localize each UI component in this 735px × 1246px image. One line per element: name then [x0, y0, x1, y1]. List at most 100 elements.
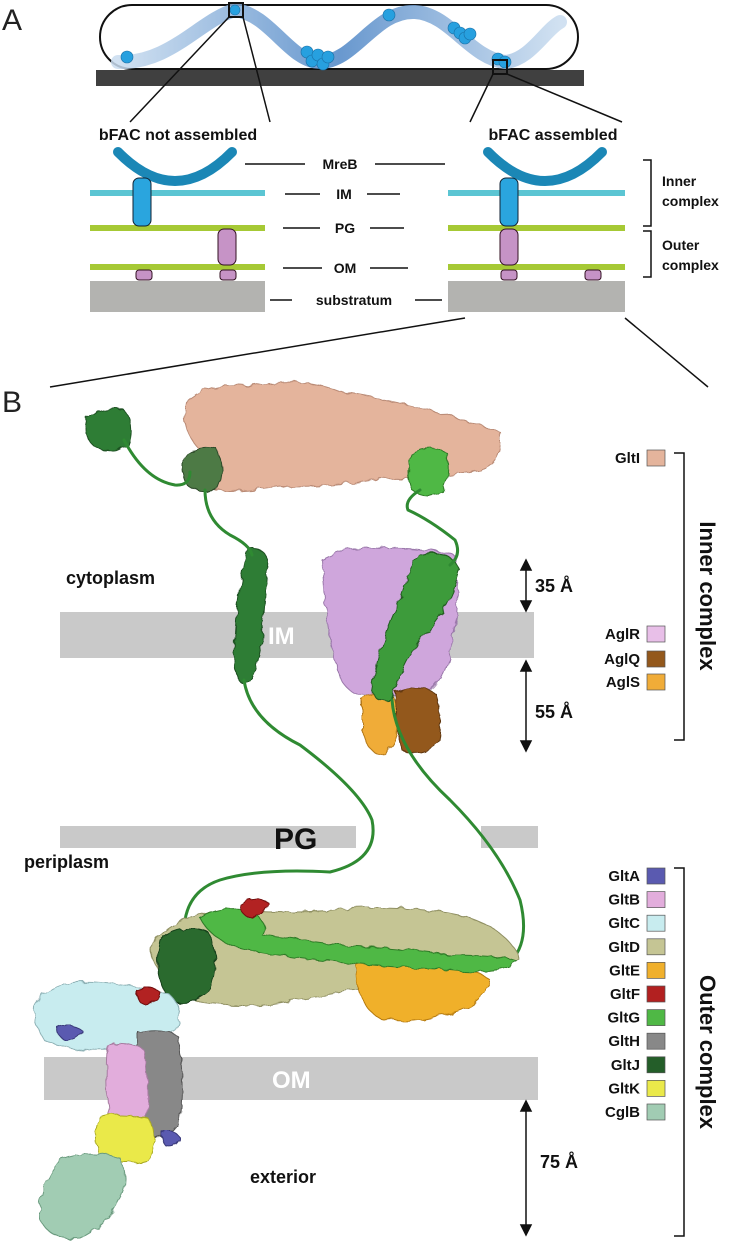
caption-not-assembled: bFAC not assembled — [99, 127, 257, 144]
pg-layer-right — [481, 826, 538, 848]
region-exterior: exterior — [250, 1167, 316, 1187]
pg-layer-left — [60, 826, 356, 848]
legend-label-glth: GltH — [608, 1033, 640, 1050]
legend-swatch-gltk — [646, 1080, 666, 1097]
schematic-not-assembled — [90, 147, 265, 312]
legend-label-gltk: GltK — [608, 1080, 640, 1097]
om-protein-right-2 — [584, 269, 602, 281]
measure-35: 35 Å — [535, 576, 573, 596]
outer-protein-left — [217, 228, 237, 266]
legend-swatch-glth — [646, 1032, 666, 1050]
mreb-arc-right — [483, 147, 607, 186]
pg-line-left — [90, 225, 265, 231]
measure-arrows — [519, 558, 533, 1237]
om-protein-right-1 — [500, 269, 518, 281]
om-protein-left-2 — [219, 269, 237, 281]
legend-swatch-cglb — [646, 1103, 666, 1121]
inner-legend: GltI AglR AglQ AglS — [604, 449, 666, 691]
gltk-structure — [95, 1114, 154, 1164]
glti-structure — [184, 381, 502, 491]
inner-protein-right — [499, 177, 519, 227]
legend-swatch-aglq — [646, 650, 666, 668]
region-im: IM — [268, 623, 295, 650]
legend-swatch-gltf — [646, 985, 666, 1003]
label-mreb: MreB — [322, 156, 357, 172]
legend-label-glte: GltE — [609, 962, 640, 979]
projection-line-left — [49, 317, 466, 388]
legend-label-gltg: GltG — [608, 1010, 641, 1027]
cell-illustration — [96, 2, 623, 123]
om-line-left — [90, 264, 265, 270]
legend-label-glti: GltI — [615, 450, 640, 467]
region-periplasm: periplasm — [24, 852, 109, 872]
schematic-assembled — [448, 147, 625, 312]
measure-75: 75 Å — [540, 1152, 578, 1172]
zoom-box-right — [492, 59, 508, 75]
label-substratum: substratum — [316, 292, 392, 308]
om-line-right — [448, 264, 625, 270]
legend-label-aglr: AglR — [605, 626, 640, 643]
aglq-structure — [395, 687, 442, 754]
label-im: IM — [336, 186, 352, 202]
gltj-outer-domain — [157, 927, 216, 1003]
legend-label-glta: GltA — [608, 868, 640, 885]
gltj-helix — [233, 547, 269, 686]
outer-protein-right — [499, 228, 519, 266]
bracket-outer-line1: Outer — [662, 237, 700, 253]
legend-label-gltb: GltB — [608, 892, 640, 909]
measure-55: 55 Å — [535, 702, 573, 722]
legend-swatch-glta — [646, 867, 666, 885]
legend-label-gltd: GltD — [608, 939, 640, 956]
region-om: OM — [272, 1067, 311, 1094]
bracket-inner-line1: Inner — [662, 173, 697, 189]
legend-swatch-glti — [646, 449, 666, 467]
panel-b-label: B — [2, 386, 22, 419]
gltj-small-domain — [84, 408, 132, 451]
gltf-small — [135, 986, 161, 1007]
mreb-arc-left — [113, 147, 237, 186]
panel-a-label: A — [2, 4, 22, 37]
legend-swatch-gltb — [646, 891, 666, 908]
im-line-right — [448, 190, 625, 196]
legend-swatch-gltd — [646, 938, 666, 956]
layer-labels: MreB IM PG OM substratum — [245, 156, 445, 308]
glta-patch-1 — [57, 1024, 83, 1041]
label-pg: PG — [335, 220, 355, 236]
projection-line-right — [624, 317, 709, 388]
gltf-structure — [239, 898, 269, 919]
outer-legend: GltA GltB GltC GltD GltE GltF GltG GltH GltJ GltK… — [605, 867, 666, 1121]
caption-assembled: bFAC assembled — [489, 127, 618, 144]
legend-label-gltj: GltJ — [611, 1057, 640, 1074]
gltg-outer-strand — [199, 908, 520, 972]
region-pg: PG — [274, 823, 317, 856]
legend-label-aglq: AglQ — [604, 651, 640, 668]
legend-label-agls: AglS — [606, 674, 640, 691]
legend-label-gltc: GltC — [608, 915, 640, 932]
panel-a-brackets — [643, 159, 652, 278]
panel-b-brackets — [674, 452, 685, 1237]
legend-label-gltf: GltF — [610, 986, 640, 1003]
inner-protein-left — [132, 177, 152, 227]
region-cytoplasm: cytoplasm — [66, 568, 155, 588]
substratum-right — [448, 281, 625, 312]
zoom-box-left — [228, 2, 244, 18]
substratum-left — [90, 281, 265, 312]
legend-swatch-gltc — [646, 914, 666, 932]
gltj-domain-2 — [182, 447, 223, 492]
linker-chains — [122, 438, 526, 962]
legend-label-cglb: CglB — [605, 1104, 640, 1121]
im-line-left — [90, 190, 265, 196]
legend-swatch-gltg — [646, 1009, 666, 1026]
bracket-outer-line2: complex — [662, 257, 719, 273]
cglb-structure — [38, 1153, 125, 1239]
pg-line-right — [448, 225, 625, 231]
legend-swatch-glte — [646, 962, 666, 979]
im-membrane — [60, 612, 534, 658]
legend-swatch-gltj — [646, 1056, 666, 1074]
bfac-dots — [120, 4, 512, 71]
legend-swatch-agls — [646, 673, 666, 691]
gltg-domain-top — [408, 448, 449, 496]
legend-swatch-aglr — [646, 625, 666, 643]
label-om: OM — [334, 260, 357, 276]
